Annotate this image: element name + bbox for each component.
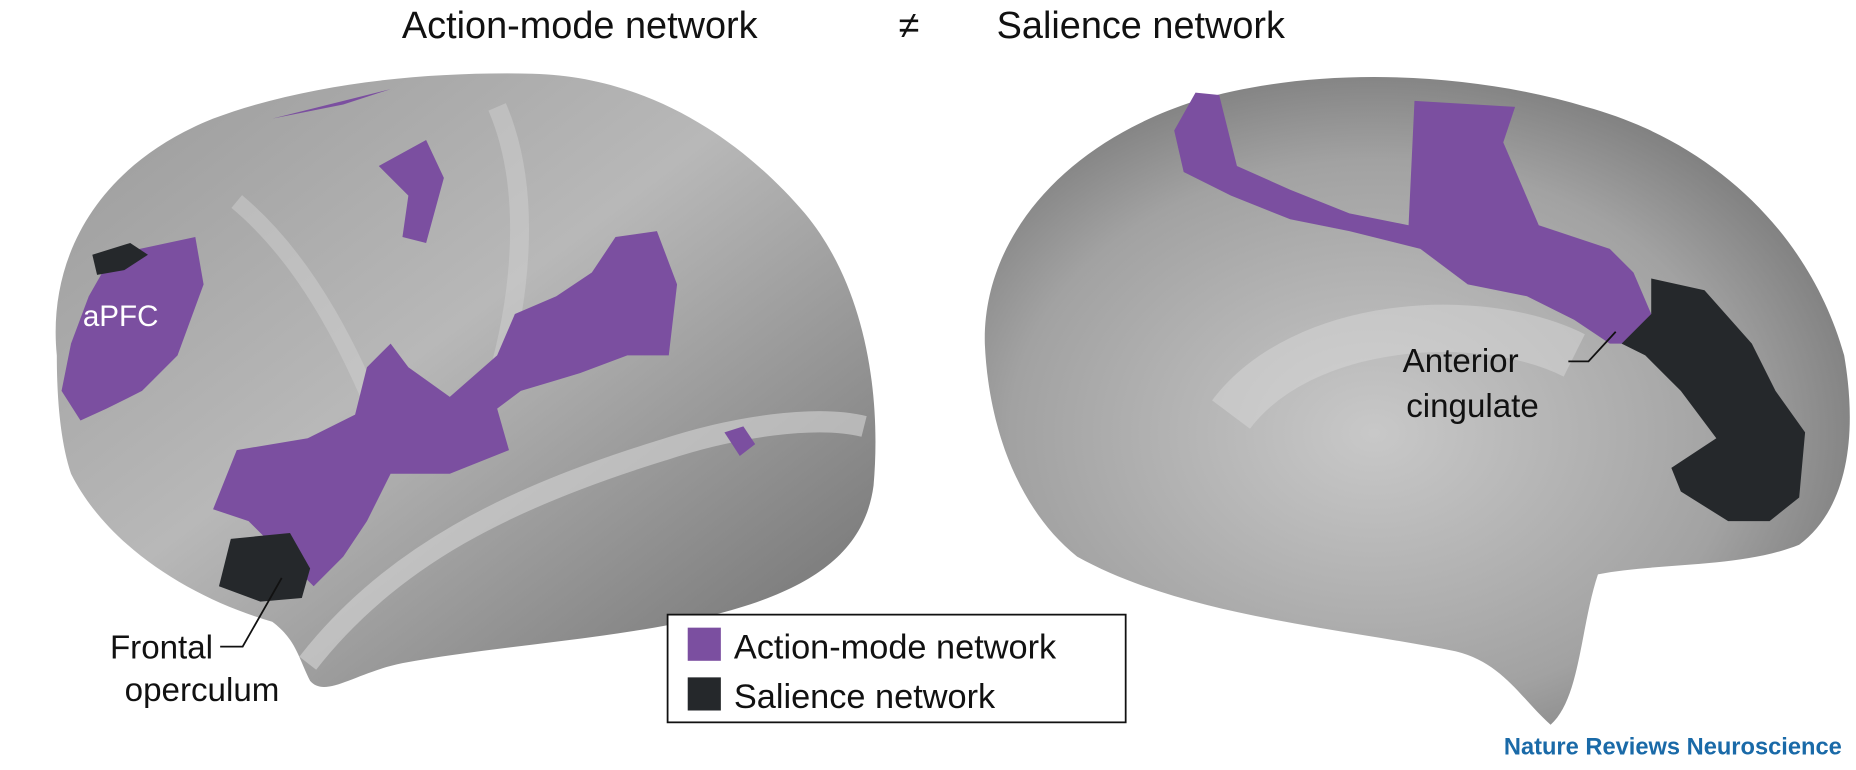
legend-label-action: Action-mode network [734,628,1057,666]
label-anterior: Anterior [1403,343,1519,380]
legend: Action-mode network Salience network [666,613,1127,724]
legend-label-salience: Salience network [734,678,996,716]
action-region-insula [213,231,678,587]
right-hemisphere-medial [984,77,1850,725]
legend-swatch-action [687,627,721,661]
label-cingulate: cingulate [1406,388,1539,425]
leader-line-frontal-operculum [220,577,283,648]
action-region-apfc [61,237,204,421]
salience-region-operculum [218,532,311,602]
legend-swatch-salience [687,677,721,711]
label-frontal: Frontal [110,629,213,666]
action-region-small [724,426,756,457]
action-region-top [272,89,391,119]
label-operculum: operculum [125,672,280,709]
label-apfc: aPFC [83,300,159,333]
action-region-cingulate [1174,92,1652,344]
journal-credit: Nature Reviews Neuroscience [1504,734,1842,760]
not-equal-symbol: ≠ [899,5,920,47]
salience-region-frontal-pole [92,242,148,275]
left-hemisphere-lateral [55,73,876,687]
salience-region-cingulate [1621,278,1806,522]
leader-line-anterior-cingulate [1568,331,1617,363]
title-left: Action-mode network [402,5,758,47]
action-region-frontal [378,139,444,243]
title-right: Salience network [997,5,1285,47]
